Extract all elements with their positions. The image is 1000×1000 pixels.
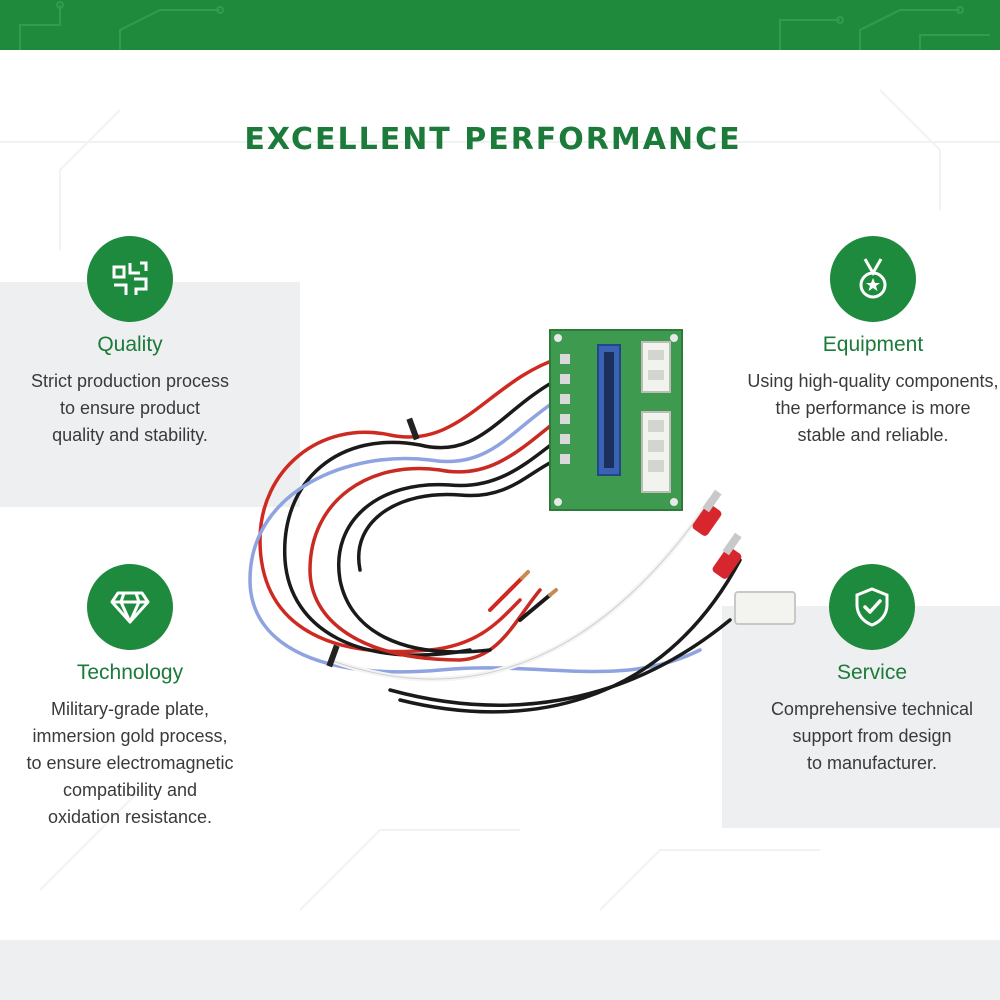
desc-line: the performance is more bbox=[775, 398, 971, 418]
desc-line: to manufacturer. bbox=[806, 753, 938, 773]
desc-line: Military-grade plate, bbox=[50, 699, 210, 719]
desc-line: Using high-quality components, bbox=[747, 371, 999, 391]
spade-terminals bbox=[692, 489, 742, 579]
feature-quality: Quality Strict production process to ens… bbox=[0, 236, 280, 449]
pcb-board bbox=[549, 329, 683, 511]
technology-badge bbox=[87, 564, 173, 650]
quality-badge bbox=[87, 236, 173, 322]
diamond-icon bbox=[110, 591, 150, 624]
feature-title: Equipment bbox=[822, 333, 924, 356]
shield-check-icon bbox=[855, 587, 889, 627]
product-image bbox=[248, 329, 796, 714]
feature-title: Service bbox=[836, 661, 908, 684]
desc-line: immersion gold process, bbox=[32, 726, 228, 746]
feature-title: Quality bbox=[97, 333, 163, 356]
wire-harness bbox=[248, 356, 742, 714]
desc-line: compatibility and bbox=[62, 780, 198, 800]
feature-service: Service Comprehensive technical support … bbox=[722, 564, 1000, 777]
wire-connector bbox=[734, 591, 796, 625]
feature-technology: Technology Military-grade plate, immersi… bbox=[0, 564, 280, 831]
desc-line: stable and reliable. bbox=[797, 425, 949, 445]
desc-line: quality and stability. bbox=[52, 425, 208, 445]
desc-line: oxidation resistance. bbox=[47, 807, 213, 827]
top-banner bbox=[0, 0, 1000, 50]
background-circuit-lines bbox=[0, 89, 1000, 911]
cable-tie bbox=[406, 417, 420, 441]
cable-tie bbox=[326, 644, 340, 668]
feature-description: Using high-quality components, the perfo… bbox=[723, 368, 1000, 449]
feature-title: Technology bbox=[76, 661, 184, 684]
desc-line: to ensure product bbox=[59, 398, 201, 418]
feature-description: Comprehensive technical support from des… bbox=[722, 696, 1000, 777]
desc-line: to ensure electromagnetic bbox=[26, 753, 234, 773]
circuit-pattern bbox=[19, 1, 990, 50]
circuit-board-icon bbox=[112, 261, 148, 295]
equipment-badge bbox=[830, 236, 916, 322]
feature-description: Strict production process to ensure prod… bbox=[0, 368, 280, 449]
quality-panel bbox=[0, 282, 300, 507]
bottom-band bbox=[0, 940, 1000, 1000]
feature-equipment: Equipment Using high-quality components,… bbox=[723, 236, 1000, 449]
desc-line: Comprehensive technical bbox=[770, 699, 974, 719]
desc-line: support from design bbox=[792, 726, 952, 746]
feature-description: Military-grade plate, immersion gold pro… bbox=[0, 696, 280, 831]
medal-icon bbox=[859, 258, 887, 299]
service-badge bbox=[829, 564, 915, 650]
desc-line: Strict production process bbox=[30, 371, 230, 391]
page-heading: EXCELLENT PERFORMANCE bbox=[244, 122, 742, 157]
wire-ends bbox=[488, 570, 558, 622]
